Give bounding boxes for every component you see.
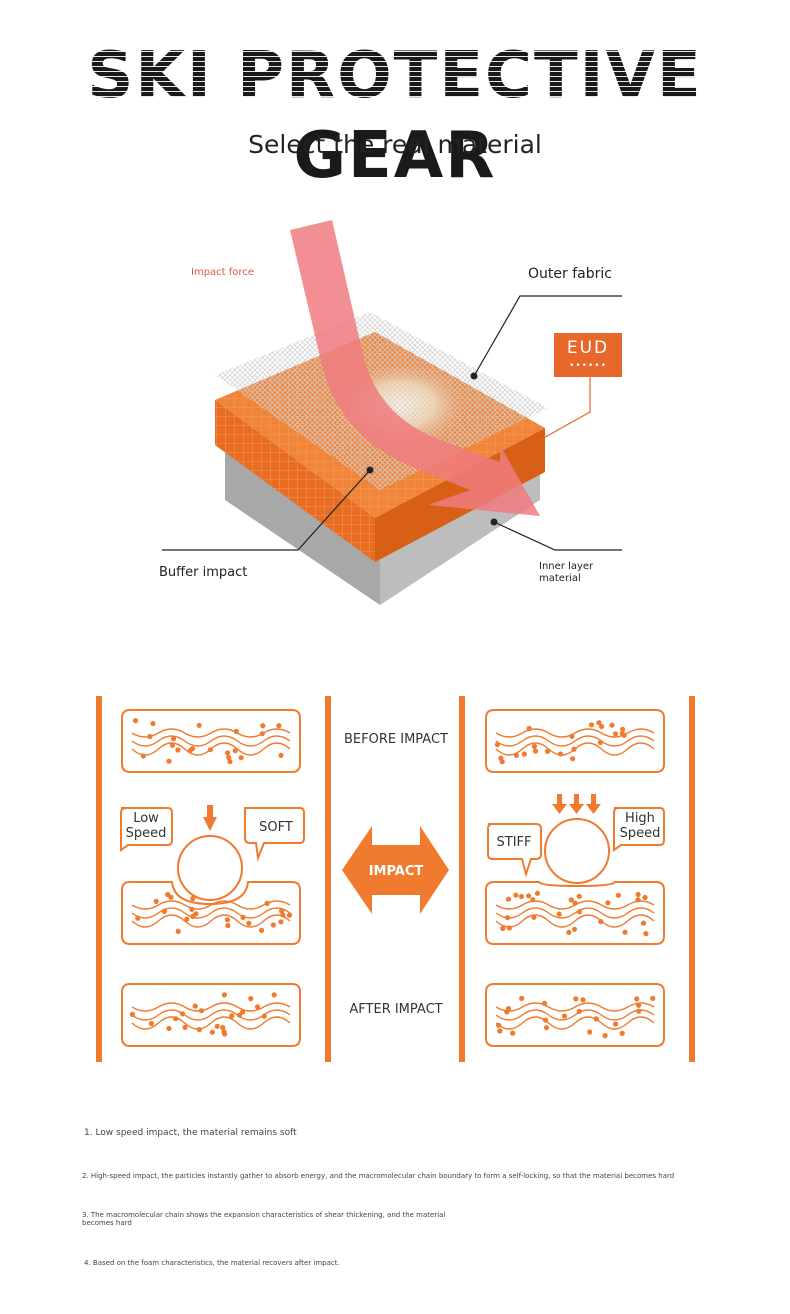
left-speed-line2: Speed xyxy=(126,826,167,841)
right-impact-scene xyxy=(487,807,665,884)
right-before-material-box xyxy=(485,709,665,773)
high-speed-arrows xyxy=(552,794,601,814)
right-state-label: STIFF xyxy=(497,835,532,850)
impact-double-arrow xyxy=(342,826,449,914)
note-1: 1. Low speed impact, the material remain… xyxy=(84,1128,297,1138)
left-impact-scene xyxy=(120,807,305,901)
note-3: 3. The macromolecular chain shows the ex… xyxy=(82,1211,446,1227)
eud-badge-text: EUD xyxy=(566,338,610,358)
outer-fabric-label: Outer fabric xyxy=(528,266,612,282)
note-2: 2. High-speed impact, the particles inst… xyxy=(82,1172,675,1180)
left-before-material-box xyxy=(121,709,301,773)
note-4: 4. Based on the foam characteristics, th… xyxy=(84,1259,340,1267)
material-boxes xyxy=(121,709,665,1047)
left-during-material-box xyxy=(121,881,301,945)
buffer-impact-label: Buffer impact xyxy=(159,565,248,580)
left-speed-line1: Low xyxy=(133,811,159,826)
after-impact-label: AFTER IMPACT xyxy=(349,1002,442,1017)
impact-label: IMPACT xyxy=(369,864,424,879)
leader-lines xyxy=(162,295,622,551)
inner-layer-label: Inner layer material xyxy=(539,561,594,584)
page-subtitle: Select the real material xyxy=(248,130,542,159)
column-dividers xyxy=(96,696,695,1062)
material-layer-illustration xyxy=(162,220,622,605)
impact-comparison-diagram: BEFORE IMPACT IMPACT AFTER IMPACT Low Sp… xyxy=(96,696,695,1062)
right-speed-line2: Speed xyxy=(620,826,661,841)
right-speed-line1: High xyxy=(625,811,655,826)
impact-force-arrow xyxy=(290,220,540,516)
page-title: SKI PROTECTIVE GEAR xyxy=(87,39,703,193)
eud-badge-dots: •••••• xyxy=(569,361,607,371)
left-after-material-box xyxy=(121,983,301,1047)
right-after-material-box xyxy=(485,983,665,1047)
impact-force-label: Impact force xyxy=(191,267,254,278)
right-during-material-box xyxy=(485,881,665,945)
left-state-label: SOFT xyxy=(259,820,293,835)
eud-badge: EUD •••••• xyxy=(554,333,622,377)
before-impact-label: BEFORE IMPACT xyxy=(344,732,448,747)
